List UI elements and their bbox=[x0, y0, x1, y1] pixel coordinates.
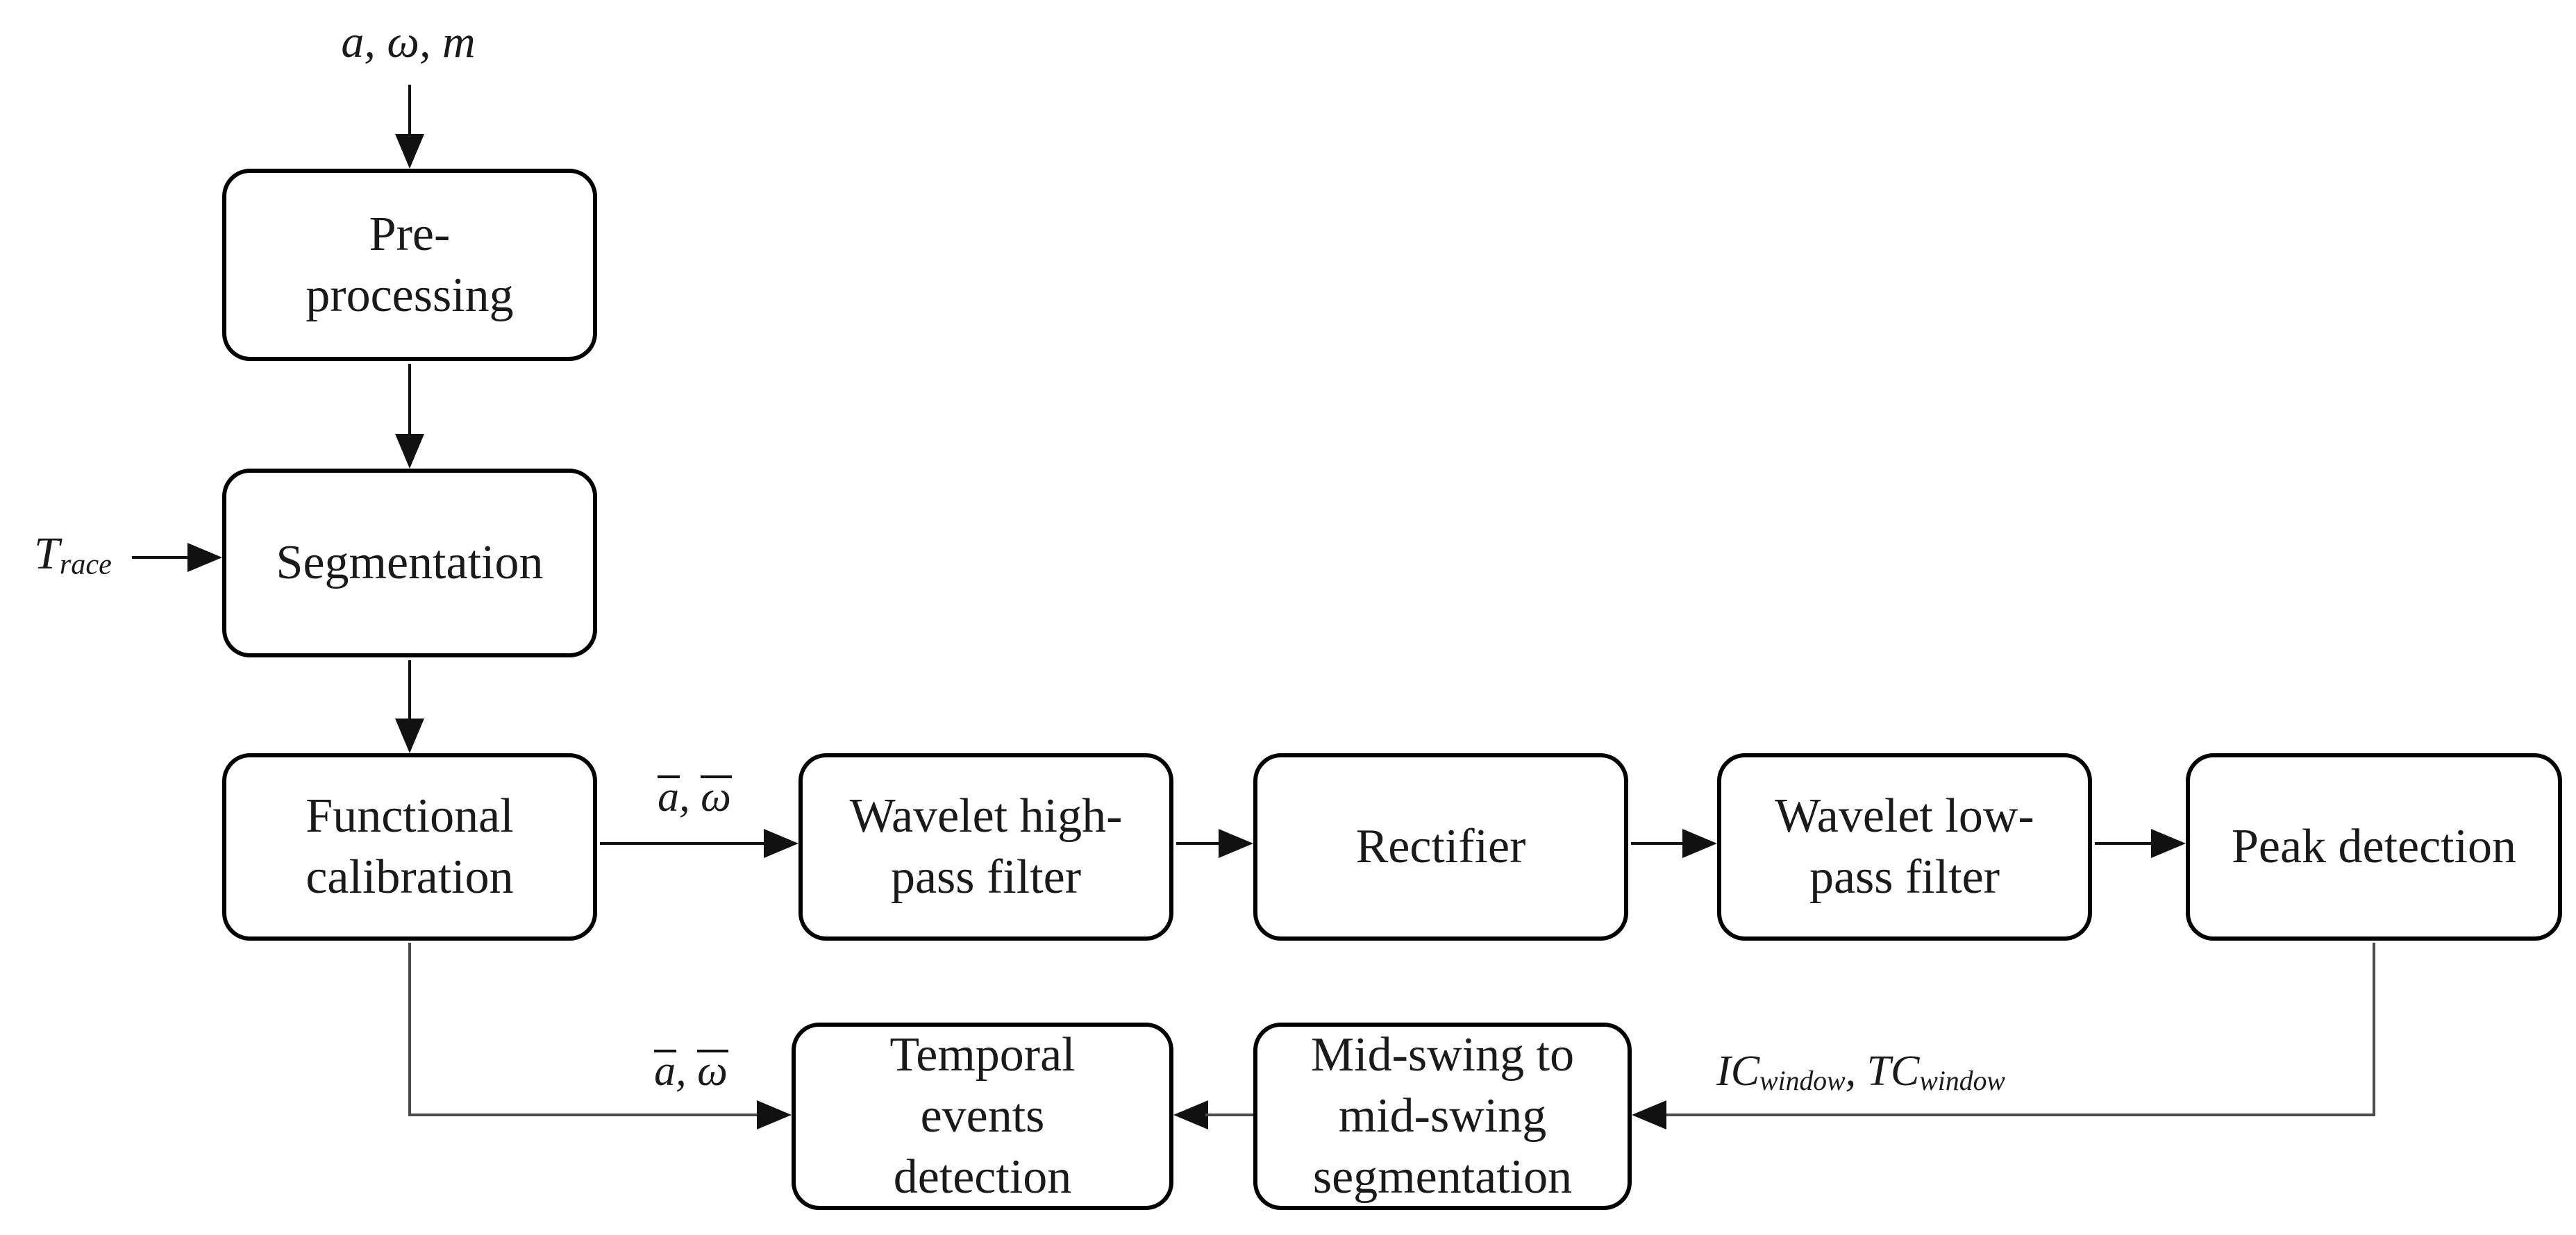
box-wavelet-lowpass-label: Wavelet low- pass filter bbox=[1775, 789, 2034, 904]
box-preprocessing: Pre- processing bbox=[222, 169, 597, 361]
connector-trace-to-segmentation bbox=[132, 556, 190, 559]
connector-input-to-preprocessing bbox=[408, 85, 411, 137]
arrowhead-left-icon bbox=[1632, 1100, 1666, 1129]
arrowhead-right-icon bbox=[2151, 829, 2186, 858]
label-calibrated-signals-top: a, ω bbox=[604, 769, 785, 825]
box-peak-detection-label: Peak detection bbox=[2231, 820, 2517, 873]
connector-preprocessing-to-segmentation bbox=[408, 364, 411, 435]
arrowhead-right-icon bbox=[1682, 829, 1717, 858]
label-event-windows: ICwindow, TCwindow bbox=[1663, 1043, 2059, 1109]
a-bar-symbol: a bbox=[658, 769, 680, 825]
omega-bar-symbol: ω bbox=[701, 769, 732, 825]
connector-calibration-to-highpass bbox=[600, 842, 767, 845]
input-signals-text: a, ω, m bbox=[341, 17, 476, 67]
connector-peakdetection-drop bbox=[2373, 943, 2375, 1116]
connector-midswing-to-temporal bbox=[1205, 1114, 1253, 1116]
connector-rectifier-to-lowpass bbox=[1631, 842, 1685, 845]
box-functional-calibration: Functional calibration bbox=[222, 753, 597, 941]
label-t-race: Trace bbox=[10, 522, 135, 597]
separator: , bbox=[676, 1048, 698, 1095]
arrowhead-right-icon bbox=[187, 543, 222, 572]
label-input-signals: a, ω, m bbox=[283, 14, 533, 71]
t-race-base: T bbox=[34, 528, 60, 579]
ic-base: IC bbox=[1716, 1048, 1760, 1095]
a-bar-symbol: a bbox=[654, 1043, 677, 1099]
t-race-subscript: race bbox=[59, 548, 112, 581]
arrowhead-right-icon bbox=[764, 829, 798, 858]
connector-segmentation-to-calibration bbox=[408, 660, 411, 720]
tc-subscript: window bbox=[1919, 1066, 2005, 1097]
box-functional-calibration-label: Functional calibration bbox=[306, 789, 514, 904]
arrowhead-left-icon bbox=[1173, 1100, 1208, 1129]
box-wavelet-lowpass: Wavelet low- pass filter bbox=[1717, 753, 2092, 941]
box-rectifier: Rectifier bbox=[1253, 753, 1628, 941]
connector-calibration-to-temporal bbox=[408, 1114, 760, 1116]
arrowhead-right-icon bbox=[757, 1100, 792, 1129]
connector-highpass-to-rectifier bbox=[1176, 842, 1222, 845]
ic-subscript: window bbox=[1759, 1066, 1846, 1097]
connector-lowpass-to-peakdetection bbox=[2095, 842, 2154, 845]
box-midswing-segmentation-label: Mid-swing to mid-swing segmentation bbox=[1310, 1028, 1575, 1204]
label-calibrated-signals-bottom: a, ω bbox=[601, 1043, 781, 1099]
arrowhead-down-icon bbox=[395, 719, 424, 753]
box-midswing-segmentation: Mid-swing to mid-swing segmentation bbox=[1253, 1023, 1632, 1210]
box-segmentation: Segmentation bbox=[222, 469, 597, 657]
box-wavelet-highpass: Wavelet high- pass filter bbox=[798, 753, 1173, 941]
omega-bar-symbol: ω bbox=[697, 1043, 728, 1099]
separator: , bbox=[679, 773, 701, 821]
separator: , bbox=[1845, 1048, 1867, 1095]
box-segmentation-label: Segmentation bbox=[276, 536, 544, 589]
box-rectifier-label: Rectifier bbox=[1355, 820, 1526, 873]
tc-base: TC bbox=[1866, 1048, 1920, 1095]
box-temporal-events-detection-label: Temporal events detection bbox=[889, 1028, 1076, 1204]
box-preprocessing-label: Pre- processing bbox=[306, 207, 514, 322]
connector-calibration-drop bbox=[408, 943, 411, 1116]
arrowhead-right-icon bbox=[1219, 829, 1253, 858]
arrowhead-down-icon bbox=[395, 434, 424, 469]
connector-peakdetection-to-midswing bbox=[1665, 1114, 2375, 1116]
box-peak-detection: Peak detection bbox=[2186, 753, 2562, 941]
box-temporal-events-detection: Temporal events detection bbox=[792, 1023, 1173, 1210]
arrowhead-down-icon bbox=[395, 134, 424, 169]
box-wavelet-highpass-label: Wavelet high- pass filter bbox=[849, 789, 1123, 904]
